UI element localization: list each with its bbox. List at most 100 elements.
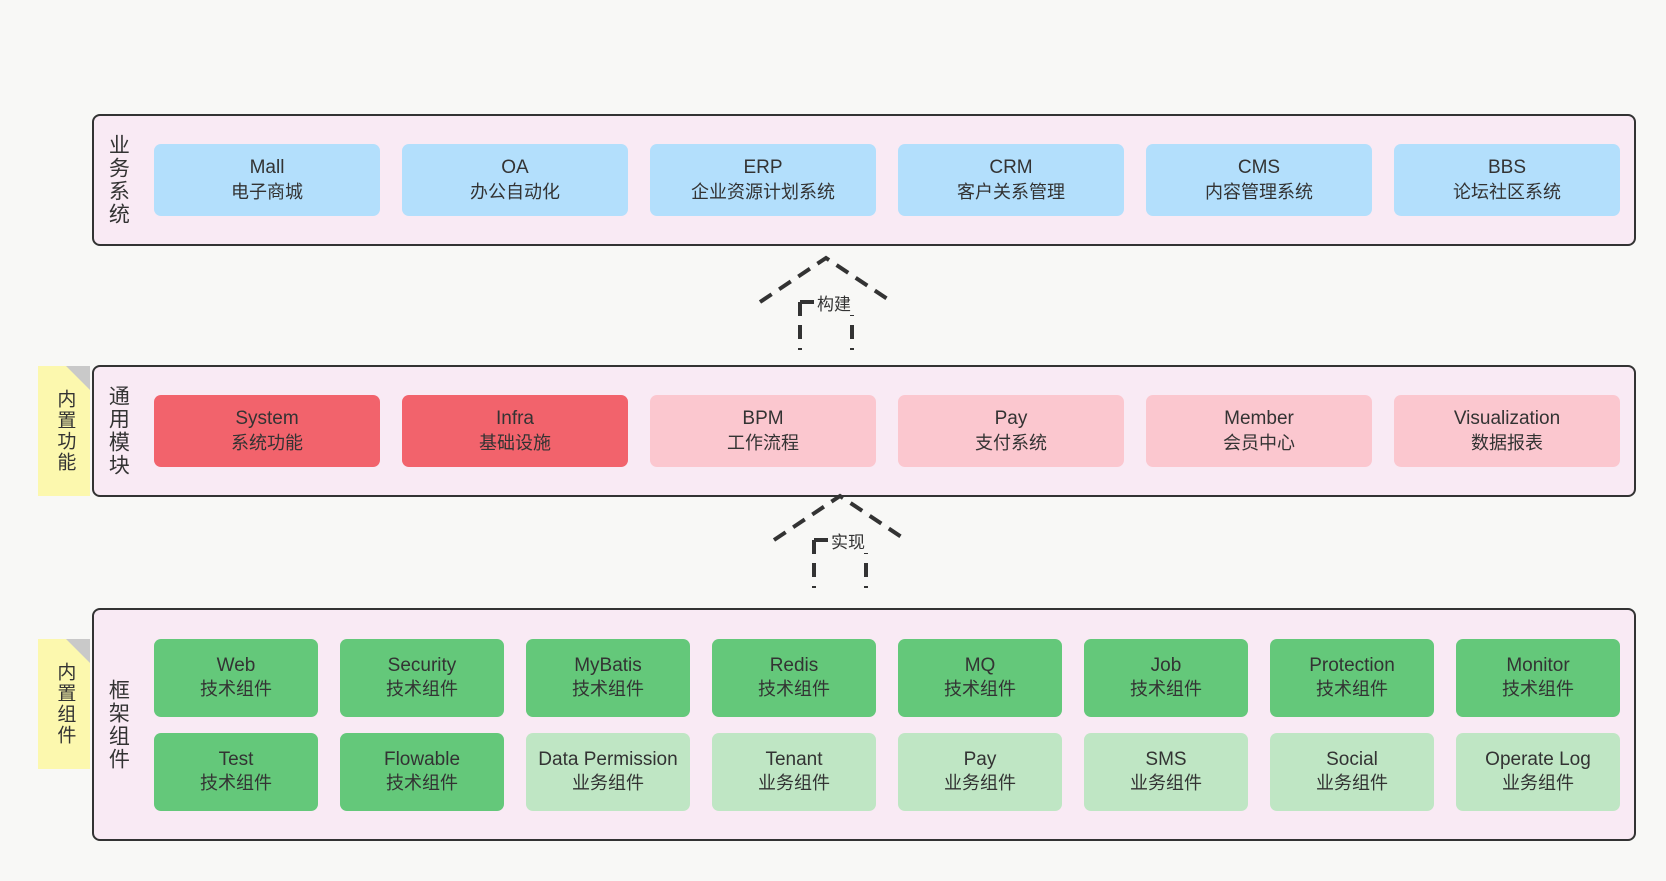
layer-body-modules: System 系统功能 Infra 基础设施 BPM 工作流程 Pay 支付系统… bbox=[140, 367, 1634, 495]
node-social[interactable]: Social 业务组件 bbox=[1270, 732, 1434, 811]
node-job-desc: 技术组件 bbox=[1130, 679, 1202, 700]
node-pay-module[interactable]: Pay 支付系统 bbox=[898, 395, 1124, 467]
node-sms[interactable]: SMS 业务组件 bbox=[1084, 732, 1248, 811]
node-oa-name: OA bbox=[501, 157, 529, 179]
node-web[interactable]: Web 技术组件 bbox=[154, 638, 318, 717]
node-cms-desc: 内容管理系统 bbox=[1205, 181, 1313, 202]
node-test[interactable]: Test 技术组件 bbox=[154, 732, 318, 811]
layer-common-modules: 通用模块 System 系统功能 Infra 基础设施 BPM 工作流程 Pay… bbox=[92, 365, 1636, 497]
node-mall-name: Mall bbox=[249, 157, 285, 179]
node-bpm-name: BPM bbox=[742, 408, 784, 430]
node-security[interactable]: Security 技术组件 bbox=[340, 638, 504, 717]
node-system[interactable]: System 系统功能 bbox=[154, 395, 380, 467]
node-security-name: Security bbox=[387, 654, 457, 676]
node-web-desc: 技术组件 bbox=[200, 679, 272, 700]
node-system-name: System bbox=[235, 408, 299, 430]
node-protection-name: Protection bbox=[1309, 654, 1395, 676]
node-monitor-desc: 技术组件 bbox=[1502, 679, 1574, 700]
node-pay-component[interactable]: Pay 业务组件 bbox=[898, 732, 1062, 811]
layer-body-business: Mall 电子商城 OA 办公自动化 ERP 企业资源计划系统 CRM 客户关系… bbox=[140, 116, 1634, 244]
node-data-permission-desc: 业务组件 bbox=[572, 773, 644, 794]
node-pay-component-desc: 业务组件 bbox=[944, 773, 1016, 794]
node-mall-desc: 电子商城 bbox=[231, 181, 303, 202]
node-mq-desc: 技术组件 bbox=[944, 679, 1016, 700]
row-framework-business: Test 技术组件 Flowable 技术组件 Data Permission … bbox=[154, 732, 1620, 811]
node-tenant-desc: 业务组件 bbox=[758, 773, 830, 794]
node-bbs[interactable]: BBS 论坛社区系统 bbox=[1394, 144, 1620, 216]
node-mall[interactable]: Mall 电子商城 bbox=[154, 144, 380, 216]
node-redis-desc: 技术组件 bbox=[758, 679, 830, 700]
node-system-desc: 系统功能 bbox=[231, 432, 303, 453]
node-member-name: Member bbox=[1224, 408, 1294, 430]
node-bbs-name: BBS bbox=[1487, 157, 1527, 179]
node-test-desc: 技术组件 bbox=[200, 773, 272, 794]
node-infra-name: Infra bbox=[495, 408, 535, 430]
row-business: Mall 电子商城 OA 办公自动化 ERP 企业资源计划系统 CRM 客户关系… bbox=[154, 144, 1620, 216]
node-visualization[interactable]: Visualization 数据报表 bbox=[1394, 395, 1620, 467]
node-redis-name: Redis bbox=[769, 654, 819, 676]
note-builtin-components-label: 内置组件 bbox=[54, 662, 76, 746]
node-cms[interactable]: CMS 内容管理系统 bbox=[1146, 144, 1372, 216]
note-fold-corner-icon bbox=[66, 366, 90, 390]
note-builtin-features-label: 内置功能 bbox=[54, 389, 76, 473]
node-mybatis-name: MyBatis bbox=[574, 654, 642, 676]
node-member[interactable]: Member 会员中心 bbox=[1146, 395, 1372, 467]
node-social-name: Social bbox=[1326, 748, 1378, 770]
node-operate-log[interactable]: Operate Log 业务组件 bbox=[1456, 732, 1620, 811]
node-erp-desc: 企业资源计划系统 bbox=[691, 181, 835, 202]
node-protection[interactable]: Protection 技术组件 bbox=[1270, 638, 1434, 717]
node-tenant[interactable]: Tenant 业务组件 bbox=[712, 732, 876, 811]
node-pay-component-name: Pay bbox=[963, 748, 997, 770]
node-flowable-name: Flowable bbox=[383, 748, 461, 770]
note-builtin-features: 内置功能 bbox=[38, 366, 90, 496]
node-mq-name: MQ bbox=[964, 654, 996, 676]
layer-framework-components: 框架组件 Web 技术组件 Security 技术组件 MyBatis 技术组件… bbox=[92, 608, 1636, 841]
node-pay-module-desc: 支付系统 bbox=[975, 432, 1047, 453]
node-erp[interactable]: ERP 企业资源计划系统 bbox=[650, 144, 876, 216]
node-mybatis[interactable]: MyBatis 技术组件 bbox=[526, 638, 690, 717]
connector-build: 构建 bbox=[752, 252, 932, 352]
connector-implement-label: 实现 bbox=[828, 528, 868, 553]
node-pay-module-name: Pay bbox=[994, 408, 1028, 430]
layer-title-modules: 通用模块 bbox=[106, 385, 130, 477]
node-redis[interactable]: Redis 技术组件 bbox=[712, 638, 876, 717]
node-flowable-desc: 技术组件 bbox=[386, 773, 458, 794]
layer-title-business: 业务系统 bbox=[106, 134, 130, 226]
node-crm[interactable]: CRM 客户关系管理 bbox=[898, 144, 1124, 216]
node-bpm[interactable]: BPM 工作流程 bbox=[650, 395, 876, 467]
node-infra-desc: 基础设施 bbox=[479, 432, 551, 453]
node-social-desc: 业务组件 bbox=[1316, 773, 1388, 794]
node-bpm-desc: 工作流程 bbox=[727, 432, 799, 453]
note-builtin-components: 内置组件 bbox=[38, 639, 90, 769]
impl-arrowhead bbox=[772, 493, 908, 542]
node-mq[interactable]: MQ 技术组件 bbox=[898, 638, 1062, 717]
node-oa-desc: 办公自动化 bbox=[470, 181, 560, 202]
row-framework-technical: Web 技术组件 Security 技术组件 MyBatis 技术组件 Redi… bbox=[154, 638, 1620, 717]
node-oa[interactable]: OA 办公自动化 bbox=[402, 144, 628, 216]
node-data-permission[interactable]: Data Permission 业务组件 bbox=[526, 732, 690, 811]
node-monitor[interactable]: Monitor 技术组件 bbox=[1456, 638, 1620, 717]
node-sms-desc: 业务组件 bbox=[1130, 773, 1202, 794]
node-mybatis-desc: 技术组件 bbox=[572, 679, 644, 700]
node-visualization-name: Visualization bbox=[1453, 408, 1561, 430]
node-operate-log-desc: 业务组件 bbox=[1502, 773, 1574, 794]
note-fold-corner-icon bbox=[66, 639, 90, 663]
node-protection-desc: 技术组件 bbox=[1316, 679, 1388, 700]
node-infra[interactable]: Infra 基础设施 bbox=[402, 395, 628, 467]
row-modules: System 系统功能 Infra 基础设施 BPM 工作流程 Pay 支付系统… bbox=[154, 395, 1620, 467]
node-tenant-name: Tenant bbox=[765, 748, 823, 770]
node-sms-name: SMS bbox=[1145, 748, 1187, 770]
connector-implement: 实现 bbox=[766, 490, 946, 590]
layer-body-framework: Web 技术组件 Security 技术组件 MyBatis 技术组件 Redi… bbox=[140, 610, 1634, 839]
node-crm-desc: 客户关系管理 bbox=[957, 181, 1065, 202]
node-operate-log-name: Operate Log bbox=[1485, 748, 1591, 770]
node-member-desc: 会员中心 bbox=[1223, 432, 1295, 453]
node-visualization-desc: 数据报表 bbox=[1471, 432, 1543, 453]
node-bbs-desc: 论坛社区系统 bbox=[1453, 181, 1561, 202]
node-job-name: Job bbox=[1150, 654, 1182, 676]
node-job[interactable]: Job 技术组件 bbox=[1084, 638, 1248, 717]
node-web-name: Web bbox=[216, 654, 256, 676]
node-flowable[interactable]: Flowable 技术组件 bbox=[340, 732, 504, 811]
node-data-permission-name: Data Permission bbox=[538, 748, 678, 770]
